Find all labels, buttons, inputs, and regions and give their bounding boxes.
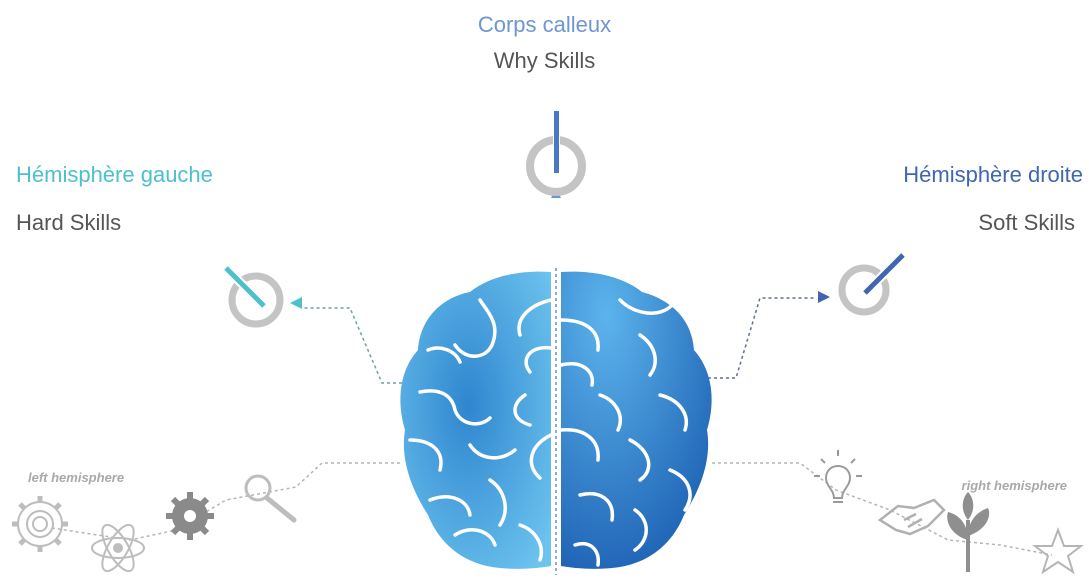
connector-left bbox=[304, 307, 408, 384]
star-icon bbox=[1032, 527, 1084, 575]
soft-skills-label: Soft Skills bbox=[978, 210, 1075, 235]
hard-skills-label: Hard Skills bbox=[16, 210, 122, 235]
connector-top bbox=[551, 188, 561, 575]
why-skills-label: Why Skills bbox=[493, 48, 596, 73]
corps-calleux-label: Corps calleux bbox=[477, 12, 612, 37]
top-gauge-icon bbox=[526, 111, 586, 196]
plant-icon bbox=[947, 492, 990, 572]
atom-icon bbox=[91, 523, 145, 573]
cog-icon bbox=[166, 492, 214, 540]
left-hemisphere-title: Hémisphère gauche bbox=[16, 162, 213, 187]
handshake-icon bbox=[877, 498, 946, 536]
brain-left-hemisphere bbox=[400, 271, 553, 569]
connector-right bbox=[708, 297, 816, 379]
right-gauge-icon bbox=[838, 251, 907, 316]
gear-icon bbox=[12, 496, 68, 552]
left-gauge-icon bbox=[222, 264, 284, 328]
arrow-left bbox=[290, 297, 302, 309]
brain-right-hemisphere bbox=[559, 271, 712, 569]
right-hemisphere-caption: right hemisphere bbox=[961, 478, 1067, 493]
right-hemisphere-title: Hémisphère droite bbox=[903, 162, 1083, 187]
lightbulb-icon bbox=[814, 450, 862, 503]
left-hemisphere-caption: left hemisphere bbox=[28, 470, 125, 485]
magnifier-icon bbox=[244, 474, 297, 523]
arrow-right bbox=[818, 291, 830, 303]
connector-bottom-right bbox=[712, 462, 1053, 556]
